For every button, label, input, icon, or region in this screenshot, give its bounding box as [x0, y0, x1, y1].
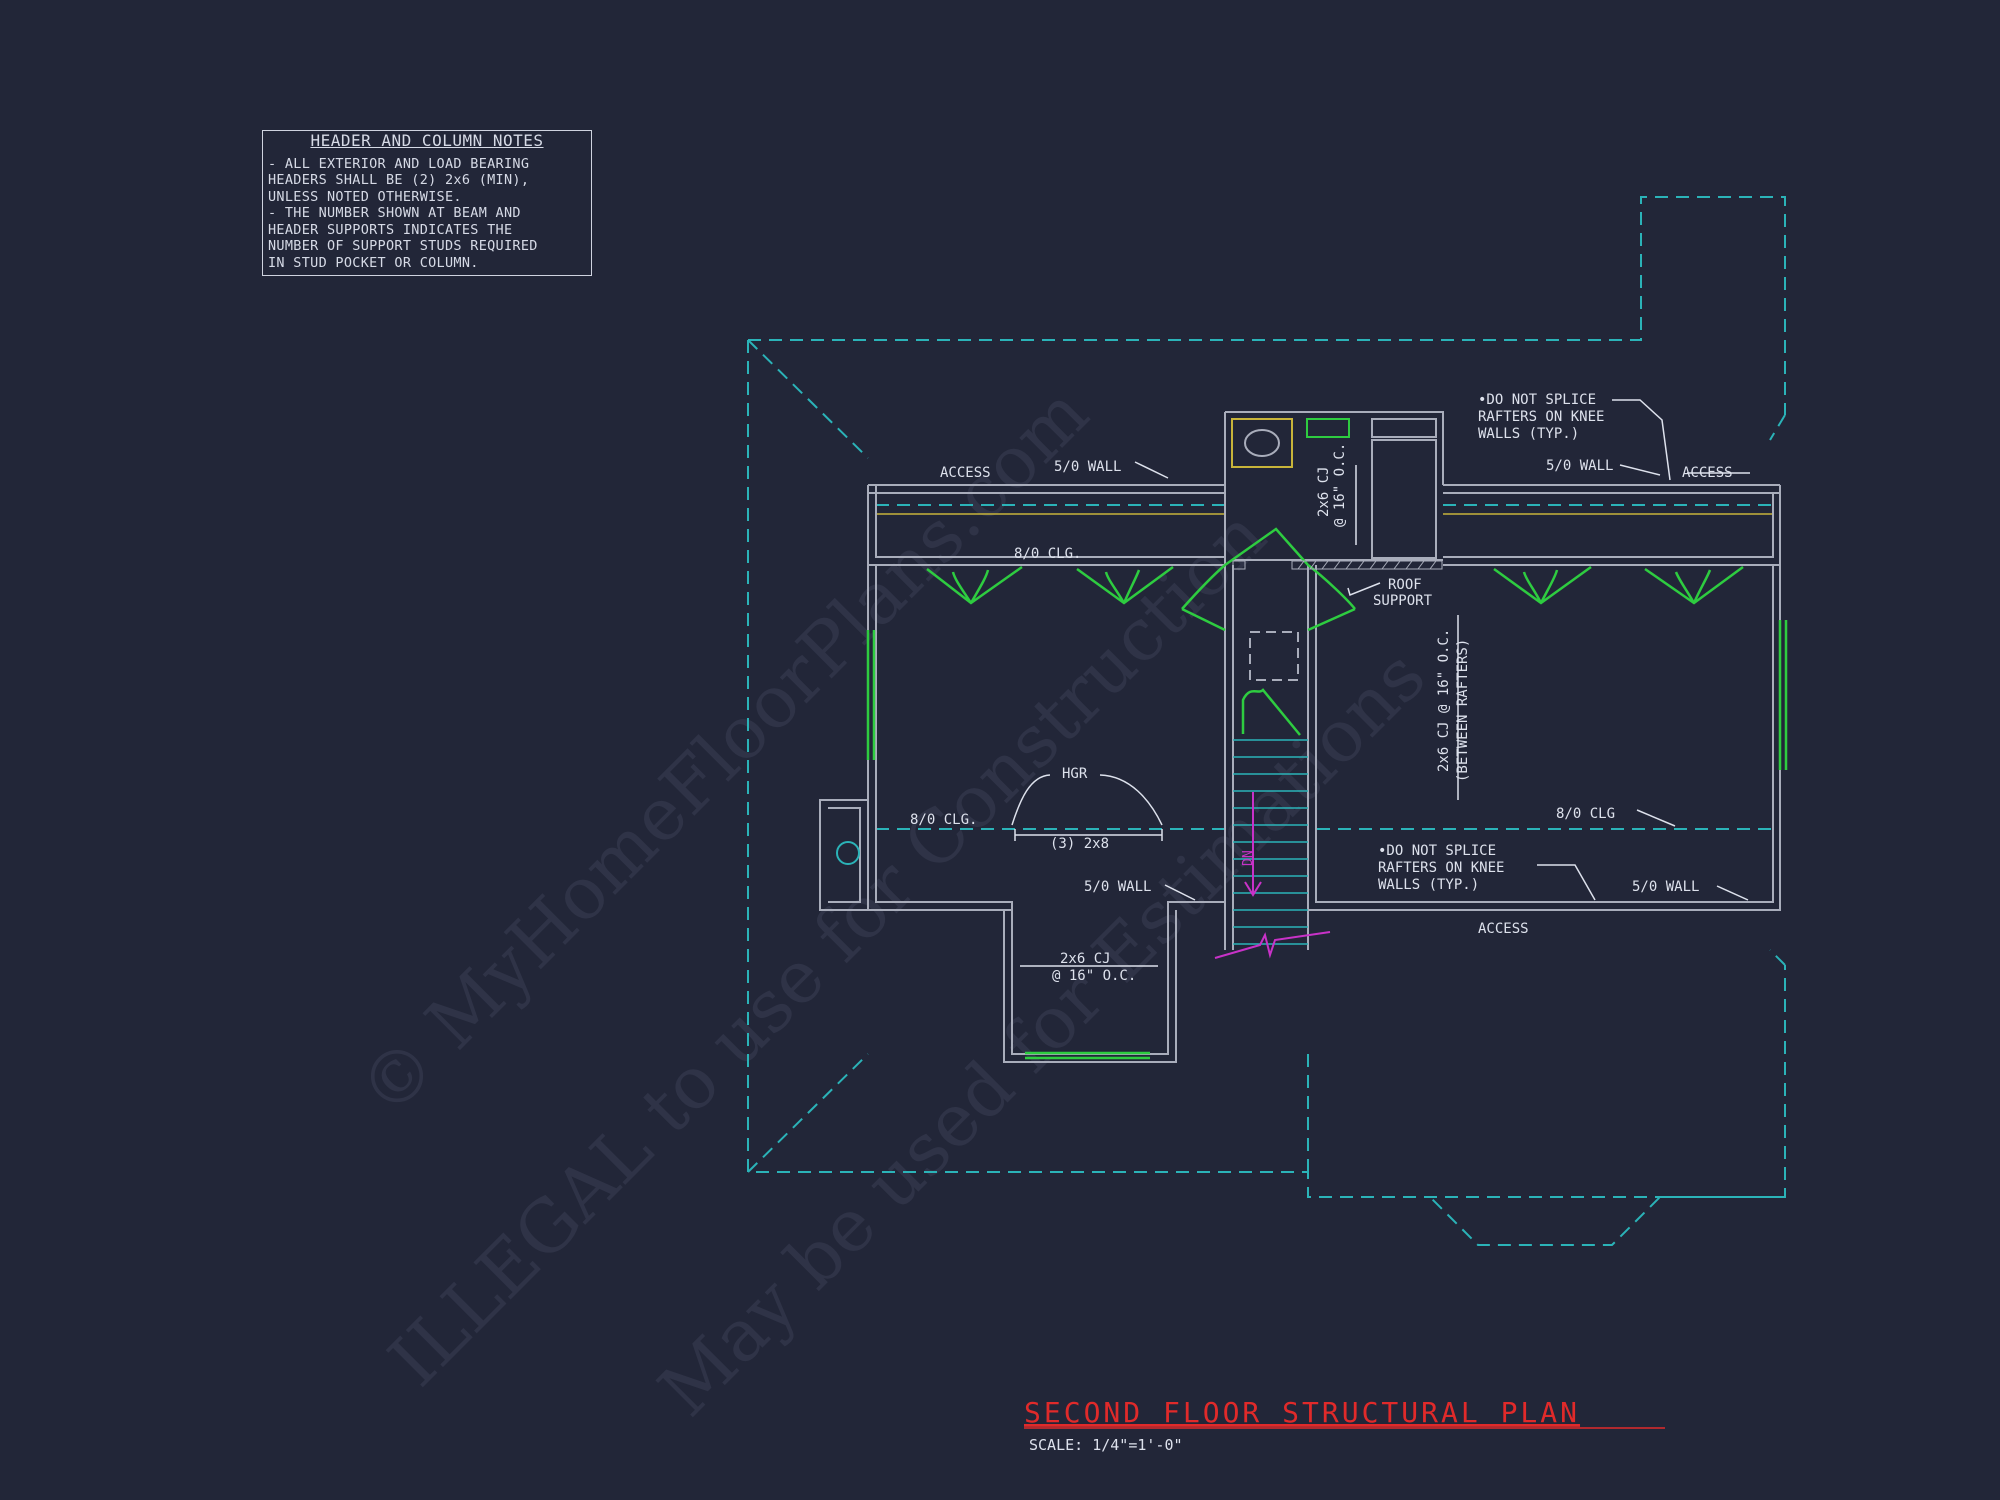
label-splice-tr-2: RAFTERS ON KNEE [1478, 409, 1604, 425]
label-access-bottom: ACCESS [1478, 921, 1529, 937]
label-dn: DN [1241, 850, 1256, 866]
roof-outline [747, 196, 1786, 1246]
label-roof-1: ROOF [1388, 577, 1422, 593]
notes-line: HEADER SUPPORTS INDICATES THE [268, 221, 513, 238]
label-roof-2: SUPPORT [1373, 593, 1433, 609]
notes-line: - ALL EXTERIOR AND LOAD BEARING [268, 155, 530, 172]
label-clg-top-left: 8/0 CLG. [1014, 546, 1081, 562]
drawing-title: SECOND FLOOR STRUCTURAL PLAN [1024, 1396, 1580, 1429]
label-clg-mid-left: 8/0 CLG. [910, 812, 977, 828]
label-splice-mr-1: •DO NOT SPLICE [1378, 843, 1496, 859]
notes-title: HEADER AND COLUMN NOTES [310, 131, 544, 150]
stair-break-line [1214, 792, 1331, 959]
label-hgr: HGR [1062, 766, 1088, 782]
label-cj-top-2: @ 16" O.C. [1332, 443, 1348, 527]
label-cj-bot-2: @ 16" O.C. [1052, 968, 1136, 984]
leader-lines [1011, 399, 1750, 967]
drawing-scale: SCALE: 1/4"=1'-0" [1029, 1436, 1183, 1454]
label-access-left: ACCESS [940, 465, 991, 481]
label-wall-top-left: 5/0 WALL [1054, 459, 1121, 475]
label-wall-mid-right: 5/0 WALL [1632, 879, 1699, 895]
label-cj-vert-1: 2x6 CJ @ 16" O.C. [1436, 629, 1452, 772]
notes-line: IN STUD POCKET OR COLUMN. [268, 254, 479, 271]
doors [866, 527, 1788, 1060]
label-splice-tr-3: WALLS (TYP.) [1478, 426, 1579, 442]
label-wall-top-right: 5/0 WALL [1546, 458, 1613, 474]
label-clg-mid-right: 8/0 CLG [1556, 806, 1615, 822]
notes-line: HEADERS SHALL BE (2) 2x6 (MIN), [268, 172, 530, 188]
label-access-top-right: ACCESS [1682, 465, 1733, 481]
stairs [1233, 739, 1308, 945]
notes-line: UNLESS NOTED OTHERWISE. [268, 188, 462, 205]
label-splice-tr-1: •DO NOT SPLICE [1478, 392, 1596, 408]
roof-support-beam [1232, 560, 1443, 570]
label-wall-mid-left: 5/0 WALL [1084, 879, 1151, 895]
label-beam: (3) 2x8 [1050, 836, 1109, 852]
notes-line: - THE NUMBER SHOWN AT BEAM AND [268, 205, 521, 221]
label-cj-top-1: 2x6 CJ [1316, 466, 1332, 517]
label-cj-bot-1: 2x6 CJ [1060, 951, 1111, 967]
label-cj-vert-2: (BETWEEN RAFTERS) [1455, 639, 1471, 782]
label-splice-mr-2: RAFTERS ON KNEE [1378, 860, 1504, 876]
label-splice-mr-3: WALLS (TYP.) [1378, 877, 1479, 893]
header-column-notes: HEADER AND COLUMN NOTES - ALL EXTERIOR A… [262, 130, 592, 276]
plan-labels: ACCESS 5/0 WALL 8/0 CLG. 2x6 CJ @ 16" O.… [910, 392, 1733, 984]
notes-line: NUMBER OF SUPPORT STUDS REQUIRED [268, 238, 538, 254]
